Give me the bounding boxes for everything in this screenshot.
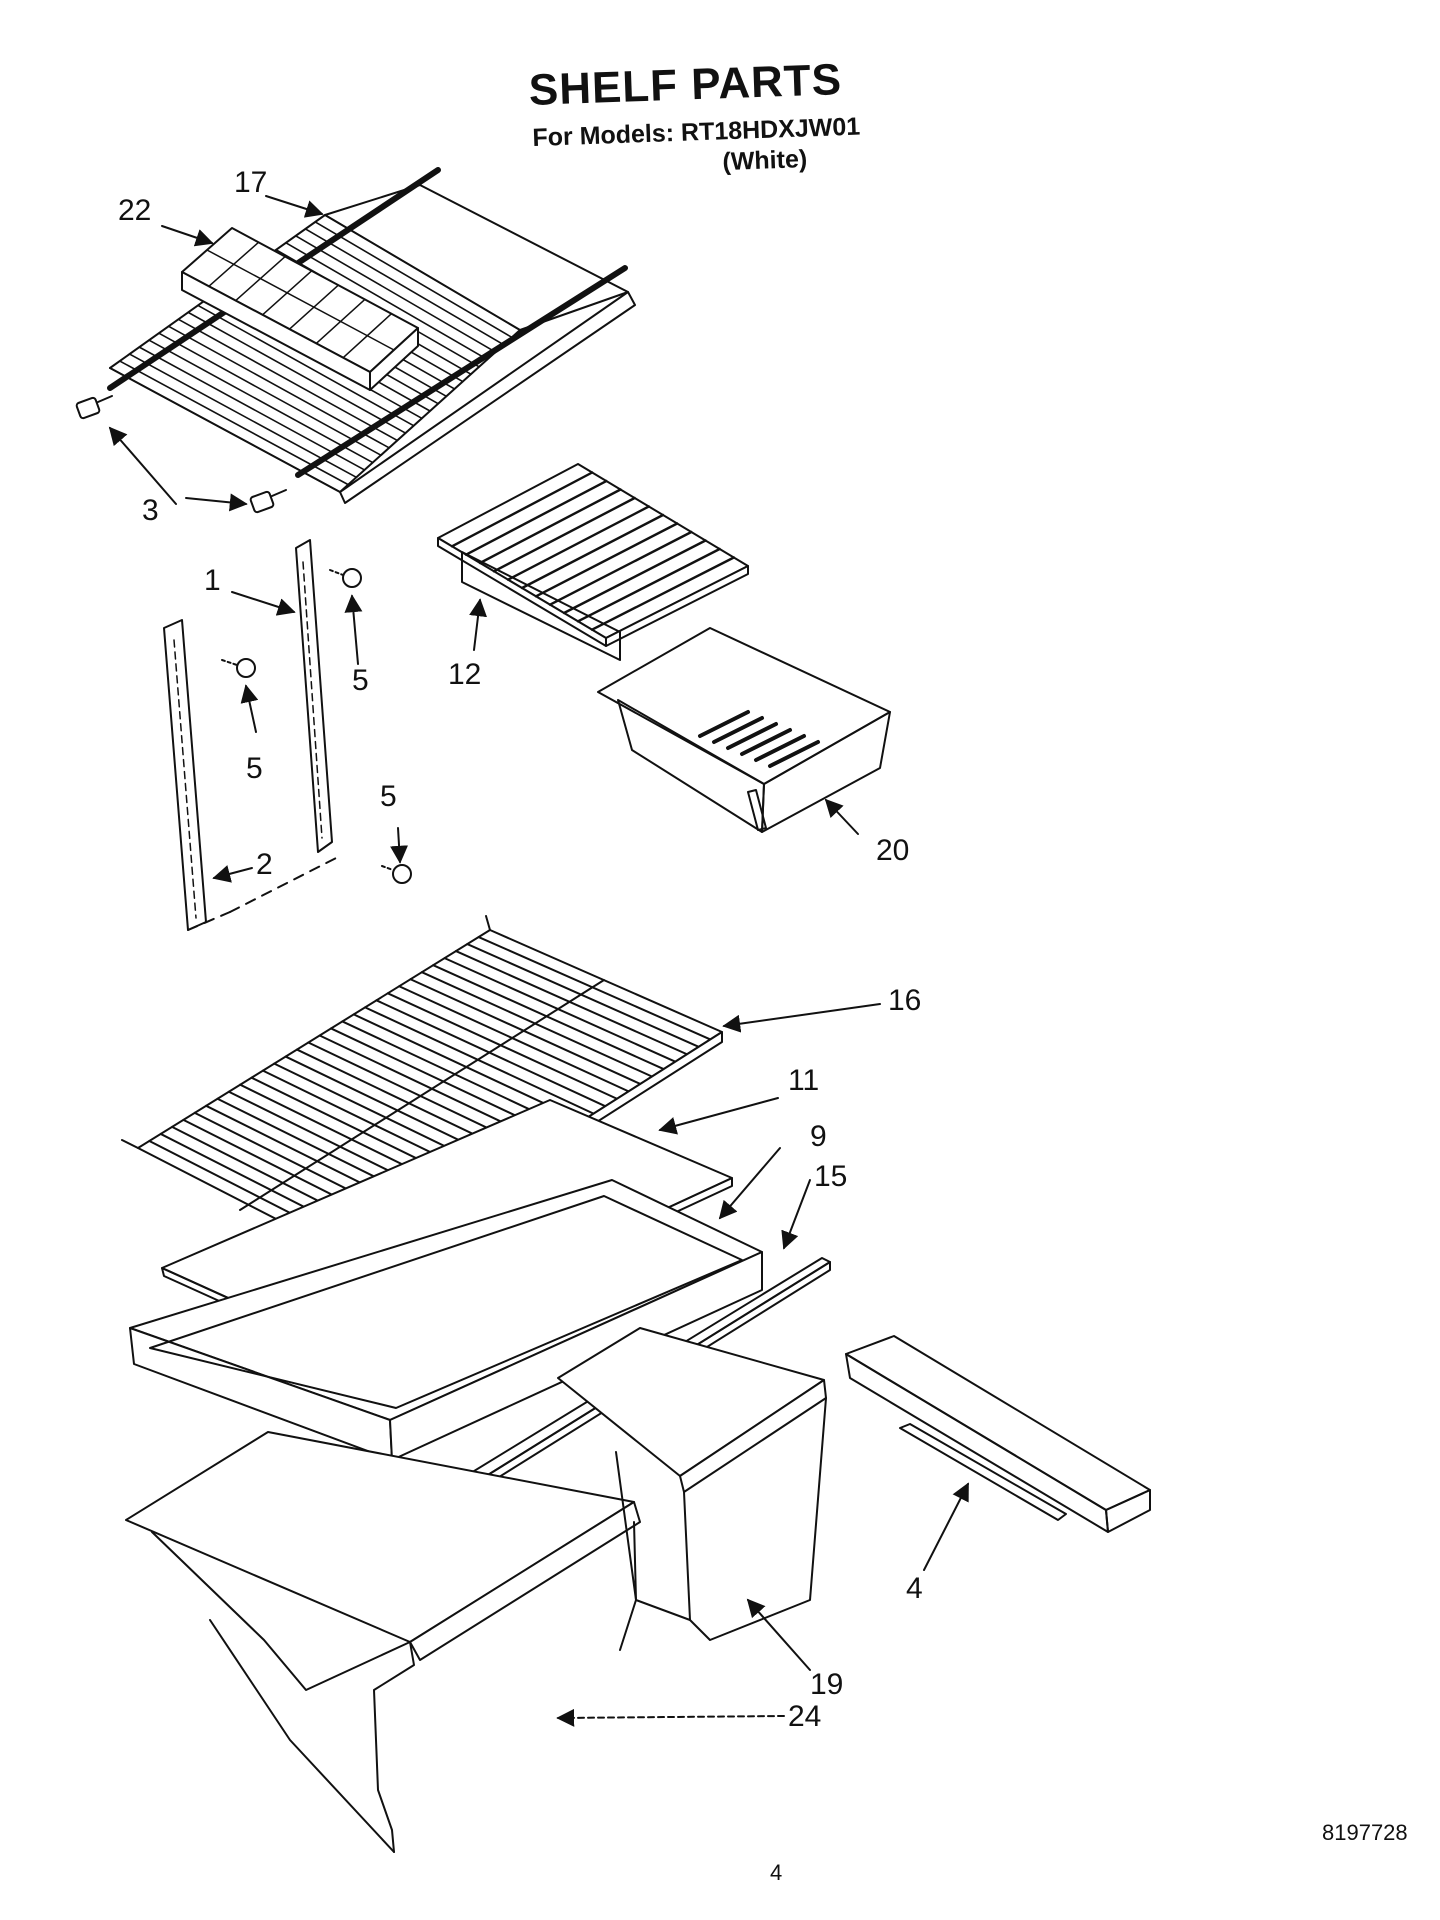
drawing-line [409,978,642,1085]
drawing-line [466,943,700,1048]
callout-4: 4 [906,1572,923,1605]
freezer-basket [597,627,891,833]
screw [221,568,412,884]
callout-20: 20 [876,834,910,867]
callout-9: 9 [810,1120,827,1153]
drawing-line [206,249,395,351]
drawing-line [364,1006,595,1115]
crisper-drawer-right [557,1327,827,1641]
drawing-line [562,539,707,615]
shelf-ladder-right [295,539,333,853]
callout-5: 5 [352,664,369,697]
drawing-line [294,235,497,353]
page-number: 4 [770,1860,783,1885]
drawing-line [740,728,792,756]
drawing-line [534,522,679,598]
ice-cube-tray [181,227,419,391]
drawing-line [450,471,594,548]
callout-11: 11 [788,1064,820,1097]
shelf-ladder-left [163,619,341,931]
drawing-line [477,936,712,1041]
drawing-line [768,740,820,768]
drawing-line [432,964,665,1071]
drawing-line [506,505,651,581]
callout-2: 2 [256,848,273,881]
drawing-line [398,985,630,1093]
crisper-frame [845,1335,1151,1533]
drawing-line [324,214,521,331]
drawing-line [443,957,677,1063]
drawing-line [698,710,750,738]
drawing-line [304,228,505,346]
shelf-support-pin [75,395,287,514]
callout-16: 16 [888,984,922,1017]
drawing-line [478,488,622,565]
callout-1: 1 [204,564,221,597]
callout-3: 3 [142,494,159,527]
callout-5: 5 [380,780,397,813]
drawing-line [285,242,489,361]
drawing-line [726,722,778,750]
callout-22: 22 [118,194,152,227]
callout-24: 24 [788,1700,822,1733]
drawing-line [128,353,358,479]
crisper-drawer-left [125,1431,641,1853]
drawing-line [420,971,653,1078]
drawing-line [239,979,605,1211]
drawing-line [314,221,513,339]
drawing-line [177,318,399,442]
drawing-line [754,734,806,762]
drawing-line [375,999,607,1108]
drawing-line [464,479,608,556]
drawing-line [148,339,374,464]
drawing-line [590,556,736,631]
ice-bucket-shelf [437,463,749,661]
leader-lines [108,195,969,1727]
drawing-line [492,496,636,573]
drawing-line [197,304,415,427]
callout-19: 19 [810,1668,844,1701]
callout-5: 5 [246,752,263,785]
drawing-line [454,950,688,1056]
drawing-line [520,513,665,590]
drawing-line [158,332,382,456]
document-number: 8197728 [1322,1820,1408,1845]
drawing-line [386,992,618,1100]
drawing-line [576,547,721,623]
drawing-line [712,716,764,744]
callout-12: 12 [448,658,482,691]
crisper-cover-frame [129,1179,763,1461]
callout-15: 15 [814,1160,848,1193]
callout-17: 17 [234,166,268,199]
drawing-line [548,530,693,606]
drawing-line [167,325,390,449]
drawing-line [138,346,366,471]
drawing-line [187,311,407,434]
